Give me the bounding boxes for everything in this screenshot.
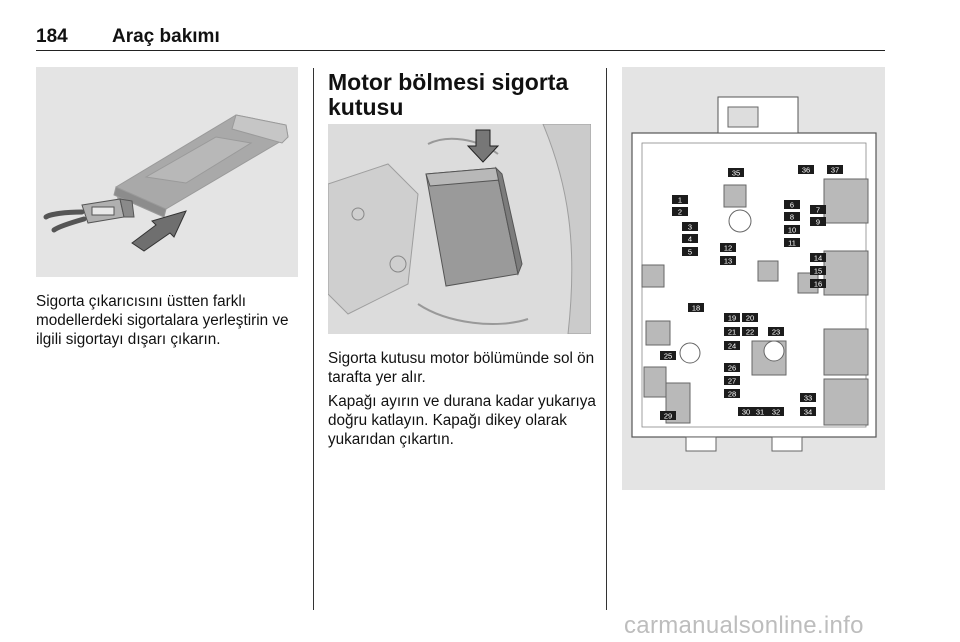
- fuse-slot: [724, 363, 740, 372]
- fuse-number-label: 4: [688, 235, 692, 244]
- fuse-slot: [728, 168, 744, 177]
- fuse-slot: [827, 165, 843, 174]
- fuse-number-label: 19: [728, 314, 736, 323]
- fuse-box-drawing: 1234567891011121314151617181920212223242…: [631, 96, 877, 452]
- fuse-number-label: 7: [816, 206, 820, 215]
- fuse-slot: [810, 205, 826, 214]
- fuse-number-label: 8: [790, 213, 794, 222]
- fuse-number-label: 3: [688, 223, 692, 232]
- section-heading: Motor bölmesi sigorta kutusu: [328, 69, 569, 120]
- fuse-slot: [800, 407, 816, 416]
- fuse-slot: [724, 313, 740, 322]
- fuse-number-label: 16: [814, 280, 822, 289]
- fuse-number-label: 25: [664, 352, 672, 361]
- fuse-slot: [810, 279, 826, 288]
- fuse-slot: [724, 376, 740, 385]
- fuse-slot: [738, 407, 754, 416]
- fuse-number-label: 27: [728, 377, 736, 386]
- fuse-slot: [682, 247, 698, 256]
- fuse-slot: [752, 407, 768, 416]
- fuse-slot: [742, 313, 758, 322]
- fuse-number-label: 9: [816, 218, 820, 227]
- fuse-number-label: 28: [728, 390, 736, 399]
- fuse-slot: [810, 266, 826, 275]
- fuse-number-label: 29: [664, 412, 672, 421]
- column-divider: [606, 68, 607, 610]
- fuse-number-label: 34: [804, 408, 812, 417]
- fuse-slot: [724, 389, 740, 398]
- left-paragraph: Sigorta çıkarıcısını üstten farklı model…: [36, 293, 289, 348]
- fuse-number-label: 33: [804, 394, 812, 403]
- fuse-slot: [784, 238, 800, 247]
- fuse-slot: [682, 222, 698, 231]
- fuse-slot: [798, 165, 814, 174]
- fuse-number-label: 35: [732, 169, 740, 178]
- fuse-slot: [720, 256, 736, 265]
- middle-paragraph-2: Kapağı ayırın ve durana kadar yukarıya d…: [328, 393, 596, 448]
- engine-bay-photo: [328, 124, 591, 334]
- fuse-slot: [660, 411, 676, 420]
- fuse-slot: [768, 407, 784, 416]
- fuse-slot: [768, 327, 784, 336]
- fuse-puller-drawing: [43, 114, 289, 252]
- column-divider: [313, 68, 314, 610]
- page-number: 184: [36, 26, 68, 47]
- fuse-number-label: 5: [688, 248, 692, 257]
- fuse-number-label: 30: [742, 408, 750, 417]
- fuse-number-label: 21: [728, 328, 736, 337]
- fuse-slot: [724, 341, 740, 350]
- fuse-number-label: 10: [788, 226, 796, 235]
- engine-bay-drawing: [328, 124, 591, 334]
- fuse-number-label: 26: [728, 364, 736, 373]
- fuse-number-label: 18: [692, 304, 700, 313]
- fuse-slot: [784, 212, 800, 221]
- fuse-slot: [672, 207, 688, 216]
- fuse-box-diagram: 1234567891011121314151617181920212223242…: [622, 67, 885, 490]
- fuse-slot: [720, 243, 736, 252]
- fuse-number-label: 14: [814, 254, 822, 263]
- fuse-slot: [810, 253, 826, 262]
- fuse-number-label: 23: [772, 328, 780, 337]
- fuse-number-label: 6: [790, 201, 794, 210]
- fuse-slot: [784, 225, 800, 234]
- fuse-number-label: 36: [802, 166, 810, 175]
- fuse-slot: [784, 200, 800, 209]
- watermark: carmanualsonline.info: [624, 612, 864, 639]
- fuse-number-label: 24: [728, 342, 736, 351]
- fuse-slot: [742, 327, 758, 336]
- fuse-slot: [682, 234, 698, 243]
- fuse-number-label: 12: [724, 244, 732, 253]
- fuse-slot: [810, 217, 826, 226]
- fuse-number-label: 37: [831, 166, 839, 175]
- fuse-number-label: 20: [746, 314, 754, 323]
- fuse-number-label: 11: [788, 239, 796, 248]
- page-title: Araç bakımı: [112, 26, 220, 47]
- fuse-number-label: 1: [678, 196, 682, 205]
- fuse-slot: [672, 195, 688, 204]
- fuse-number-label: 32: [772, 408, 780, 417]
- fuse-puller-illustration: [36, 67, 298, 277]
- fuse-slot: [800, 393, 816, 402]
- fuse-number-label: 2: [678, 208, 682, 217]
- fuse-number-label: 13: [724, 257, 732, 266]
- fuse-slot: [724, 327, 740, 336]
- middle-paragraph-1: Sigorta kutusu motor bölümünde sol ön ta…: [328, 350, 595, 386]
- fuse-number-label: 31: [756, 408, 764, 417]
- page-header: 184 Araç bakımı: [36, 26, 885, 51]
- fuse-slot: [660, 351, 676, 360]
- fuse-number-label: 22: [746, 328, 754, 337]
- fuse-number-label: 15: [814, 267, 822, 276]
- fuse-slot: [688, 303, 704, 312]
